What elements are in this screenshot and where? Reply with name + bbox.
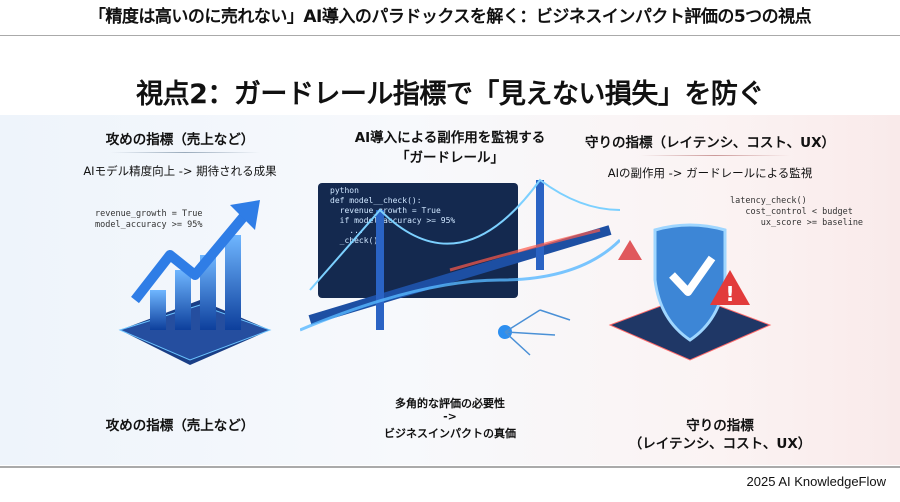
center-caption-line2: ->: [443, 410, 457, 423]
slide-title: 視点2：ガードレール指標で「見えない損失」を防ぐ: [136, 79, 764, 110]
footer-divider: [0, 466, 900, 468]
center-heading-line2: 「ガードレール」: [396, 150, 504, 166]
left-subheading: AIモデル精度向上 -> 期待される成果: [83, 164, 277, 178]
center-heading-line1: AI導入による副作用を監視する: [354, 130, 546, 146]
divider: [110, 152, 260, 153]
right-caption-line1: 守りの指標: [686, 418, 754, 434]
right-heading: 守りの指標（レイテンシ、コスト、UX）: [584, 135, 836, 151]
divider: [640, 155, 790, 156]
left-caption: 攻めの指標（売上など）: [105, 418, 255, 434]
header-title: 「精度は高いのに売れない」AI導入のパラドックスを解く：ビジネスインパクト評価の…: [0, 0, 900, 36]
center-caption-line3: ビジネスインパクトの真価: [384, 427, 516, 440]
shield-icon: !: [608, 223, 772, 361]
center-caption-line1: 多角的な評価の必要性: [395, 397, 505, 410]
left-heading: 攻めの指標（売上など）: [105, 132, 255, 148]
bridge-illustration: [300, 178, 620, 356]
footer-credit: 2025 AI KnowledgeFlow: [746, 474, 886, 489]
right-code: latency_check() cost_control < budget ux…: [730, 196, 864, 228]
right-caption-line2: （レイテンシ、コスト、UX）: [628, 436, 812, 452]
growth-chart-icon: [118, 200, 272, 365]
code-panel: [318, 183, 518, 298]
right-subheading: AIの副作用 -> ガードレールによる監視: [607, 166, 813, 180]
svg-text:!: !: [725, 282, 734, 306]
